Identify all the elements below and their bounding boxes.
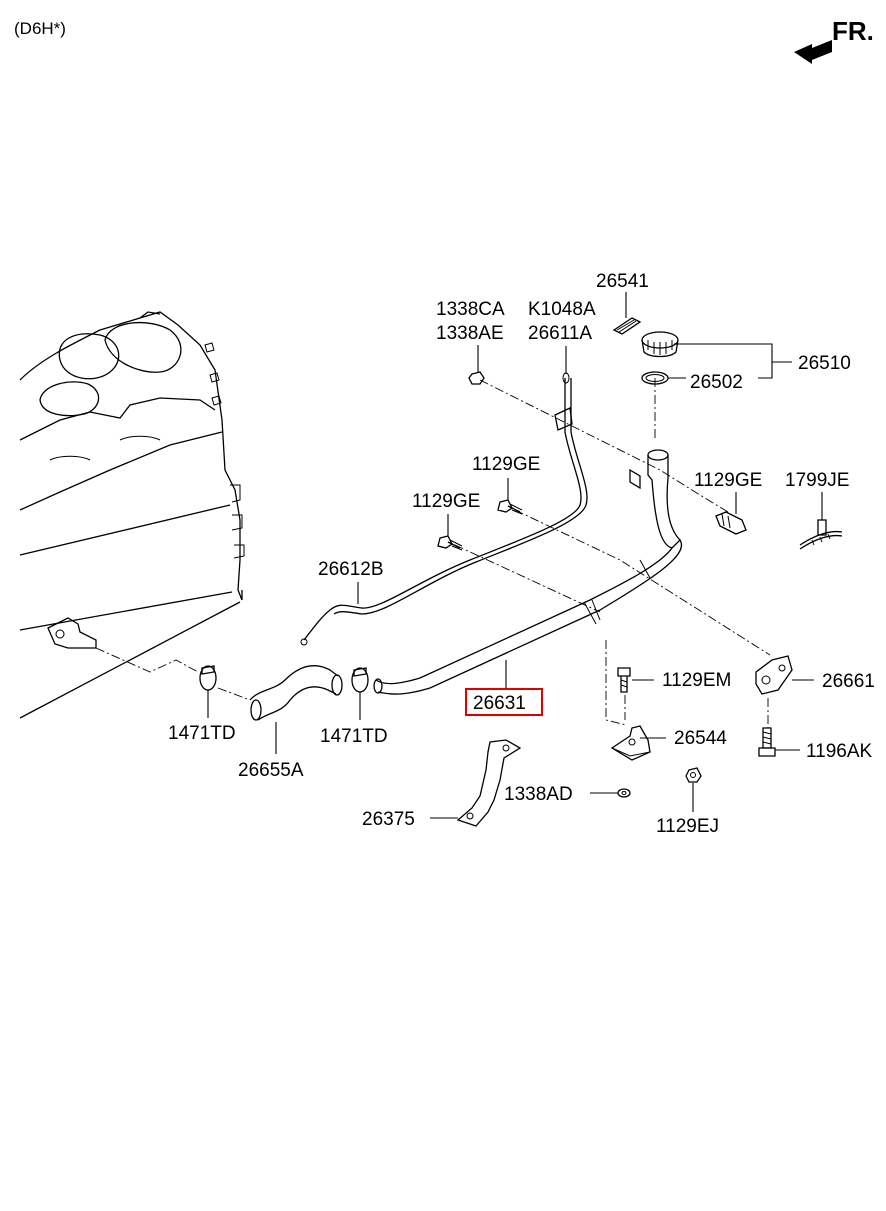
hose-clamp-1471TD-right [351,667,369,693]
highlighted-part-box [465,688,543,716]
level-gauge-26612B [300,372,588,646]
engine-code-label: (D6H*) [14,19,66,38]
part-label-26661[interactable]: 26661 [822,671,875,692]
part-label-1338AE[interactable]: 1338AE [436,323,504,344]
bracket-26661 [755,655,793,695]
hose-clamp-1471TD-left [199,665,217,691]
part-label-26612B[interactable]: 26612B [318,559,384,580]
part-label-26655A[interactable]: 26655A [238,760,304,781]
part-label-1129EJ[interactable]: 1129EJ [656,816,719,837]
part-label-26541[interactable]: 26541 [596,271,649,292]
part-label-1129GE-right[interactable]: 1129GE [694,470,762,491]
front-direction-arrow-icon [794,40,832,64]
part-label-26631[interactable]: 26631 [473,693,526,714]
part-label-1799JE[interactable]: 1799JE [785,470,849,491]
bracket-26544 [610,725,651,761]
bracket-26375 [456,739,522,827]
part-label-26510[interactable]: 26510 [798,353,851,374]
part-label-1338CA[interactable]: 1338CA [436,299,505,320]
part-label-1129GE-lower[interactable]: 1129GE [412,491,480,512]
part-label-1471TD-left[interactable]: 1471TD [168,723,236,744]
part-label-26544[interactable]: 26544 [674,728,727,749]
water-pipe-26631 [373,449,683,695]
label-sticker-26541 [612,317,642,335]
hose-26655A [249,665,343,721]
part-label-26611A[interactable]: 26611A [528,323,592,344]
filler-cap-26510 [641,331,679,385]
front-direction-label: FR. [832,16,874,46]
engine-block-illustration [19,311,245,719]
part-label-26502[interactable]: 26502 [690,372,743,393]
label-leader-lines [207,292,823,819]
part-label-1338AD[interactable]: 1338AD [504,784,573,805]
part-label-K1048A[interactable]: K1048A [528,299,596,320]
part-label-1129GE-upper[interactable]: 1129GE [472,454,540,475]
part-label-1196AK[interactable]: 1196AK [806,741,873,762]
part-label-26375[interactable]: 26375 [362,809,415,830]
part-label-1129EM[interactable]: 1129EM [662,670,731,691]
part-label-1471TD-right[interactable]: 1471TD [320,726,388,747]
clip-1799JE [799,519,843,550]
